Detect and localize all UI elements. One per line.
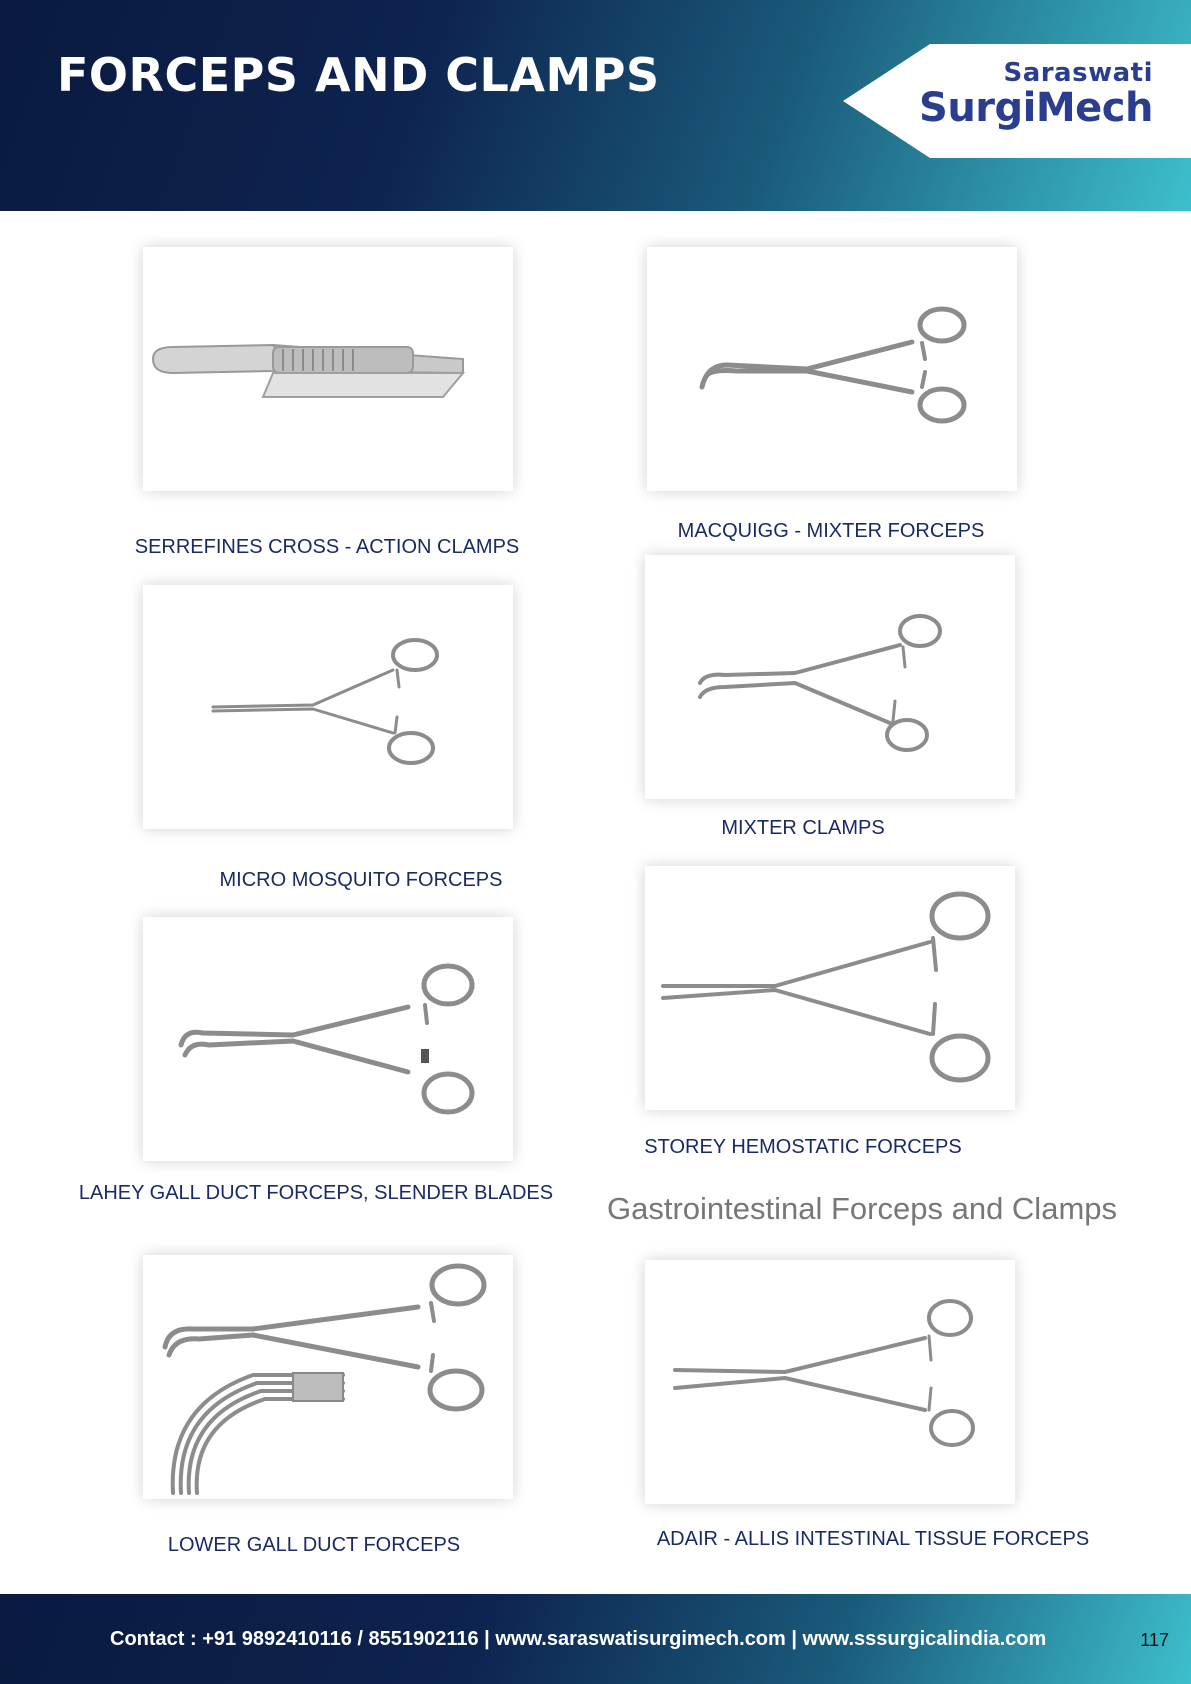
section-title: Gastrointestinal Forceps and Clamps [607, 1191, 1118, 1226]
mixter-clamp-image [645, 555, 1015, 799]
product-label-mixter-clamps: MIXTER CLAMPS [721, 817, 885, 839]
storey-forceps-drawing [661, 891, 991, 1083]
mosquito-forceps-image [143, 585, 513, 829]
logo-line-2: SurgiMech [919, 85, 1153, 131]
mixter-clamp-drawing [698, 614, 942, 752]
page-title: FORCEPS AND CLAMPS [57, 48, 660, 102]
macquigg-forceps-image [647, 247, 1017, 491]
serrefine-clamp-drawing [151, 343, 466, 398]
contact-info: Contact : +91 9892410116 / 8551902116 | … [110, 1628, 1047, 1650]
serrefine-clamp-image [143, 247, 513, 491]
adair-allis-forceps-drawing [673, 1299, 975, 1447]
product-label-adair-allis: ADAIR - ALLIS INTESTINAL TISSUE FORCEPS [656, 1528, 1090, 1550]
product-label-macquigg: MACQUIGG - MIXTER FORCEPS [677, 520, 985, 542]
storey-forceps-image [645, 866, 1015, 1110]
product-label-serrefine: SERREFINES CROSS - ACTION CLAMPS [134, 536, 520, 558]
product-label-lahey: LAHEY GALL DUCT FORCEPS, SLENDER BLADES [78, 1182, 554, 1204]
mosquito-forceps-drawing [211, 638, 439, 765]
brand-logo: Saraswati SurgiMech [843, 44, 1191, 158]
page-footer: Contact : +91 9892410116 / 8551902116 | … [0, 1594, 1191, 1684]
page-number: 117 [1140, 1630, 1169, 1650]
product-label-lower-gall-duct: LOWER GALL DUCT FORCEPS [167, 1534, 461, 1556]
lahey-forceps-drawing [178, 963, 475, 1115]
lahey-forceps-image [143, 917, 513, 1161]
product-label-storey: STOREY HEMOSTATIC FORCEPS [644, 1136, 962, 1158]
adair-allis-forceps-image [645, 1260, 1015, 1504]
macquigg-forceps-drawing [699, 306, 967, 424]
lower-gall-duct-forceps-drawing [162, 1263, 487, 1495]
lower-gall-duct-forceps-image [143, 1255, 513, 1499]
page-header: FORCEPS AND CLAMPS Saraswati SurgiMech [0, 0, 1191, 211]
logo-line-1: Saraswati [1003, 58, 1153, 88]
product-label-micro-mosquito: MICRO MOSQUITO FORCEPS [219, 869, 503, 891]
logo-wordmark: Saraswati SurgiMech [919, 60, 1153, 128]
